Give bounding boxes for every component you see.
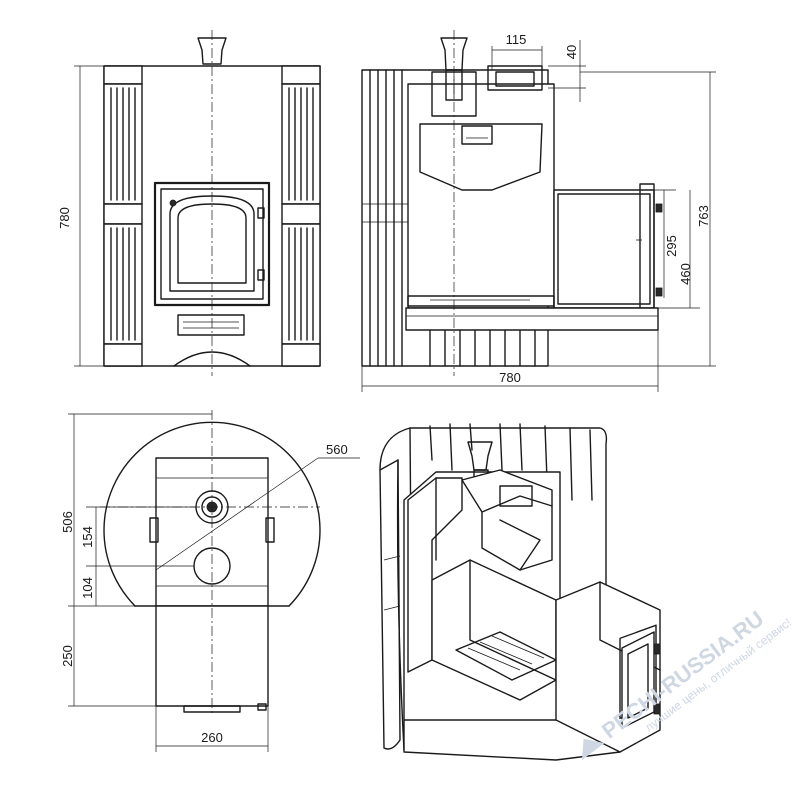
front-height-label: 780: [57, 207, 72, 229]
side-firebox-height-label: 460: [678, 263, 693, 285]
top-offset-a-label: 154: [80, 526, 95, 548]
side-width-label: 780: [499, 370, 521, 385]
side-top-height-label: 40: [564, 45, 579, 59]
side-top-width-label: 115: [506, 32, 527, 47]
left-grille: [103, 83, 143, 367]
brand-logo-icon: [582, 738, 605, 760]
front-view: 780: [57, 30, 321, 376]
tunnel-length-label: 250: [60, 645, 75, 667]
side-total-height-label: 763: [696, 205, 711, 227]
top-diameter-label: 560: [326, 442, 348, 457]
side-door-height-label: 295: [664, 235, 679, 257]
cutaway-view: [379, 423, 661, 761]
side-view: 115 40 295 460 763 780: [361, 30, 716, 392]
top-offset-b-label: 104: [80, 577, 95, 599]
top-view: 560 506 154 104 250 260: [60, 410, 360, 752]
tunnel-width-label: 260: [201, 730, 223, 745]
right-grille: [281, 83, 321, 367]
top-depth-label: 506: [60, 511, 75, 533]
